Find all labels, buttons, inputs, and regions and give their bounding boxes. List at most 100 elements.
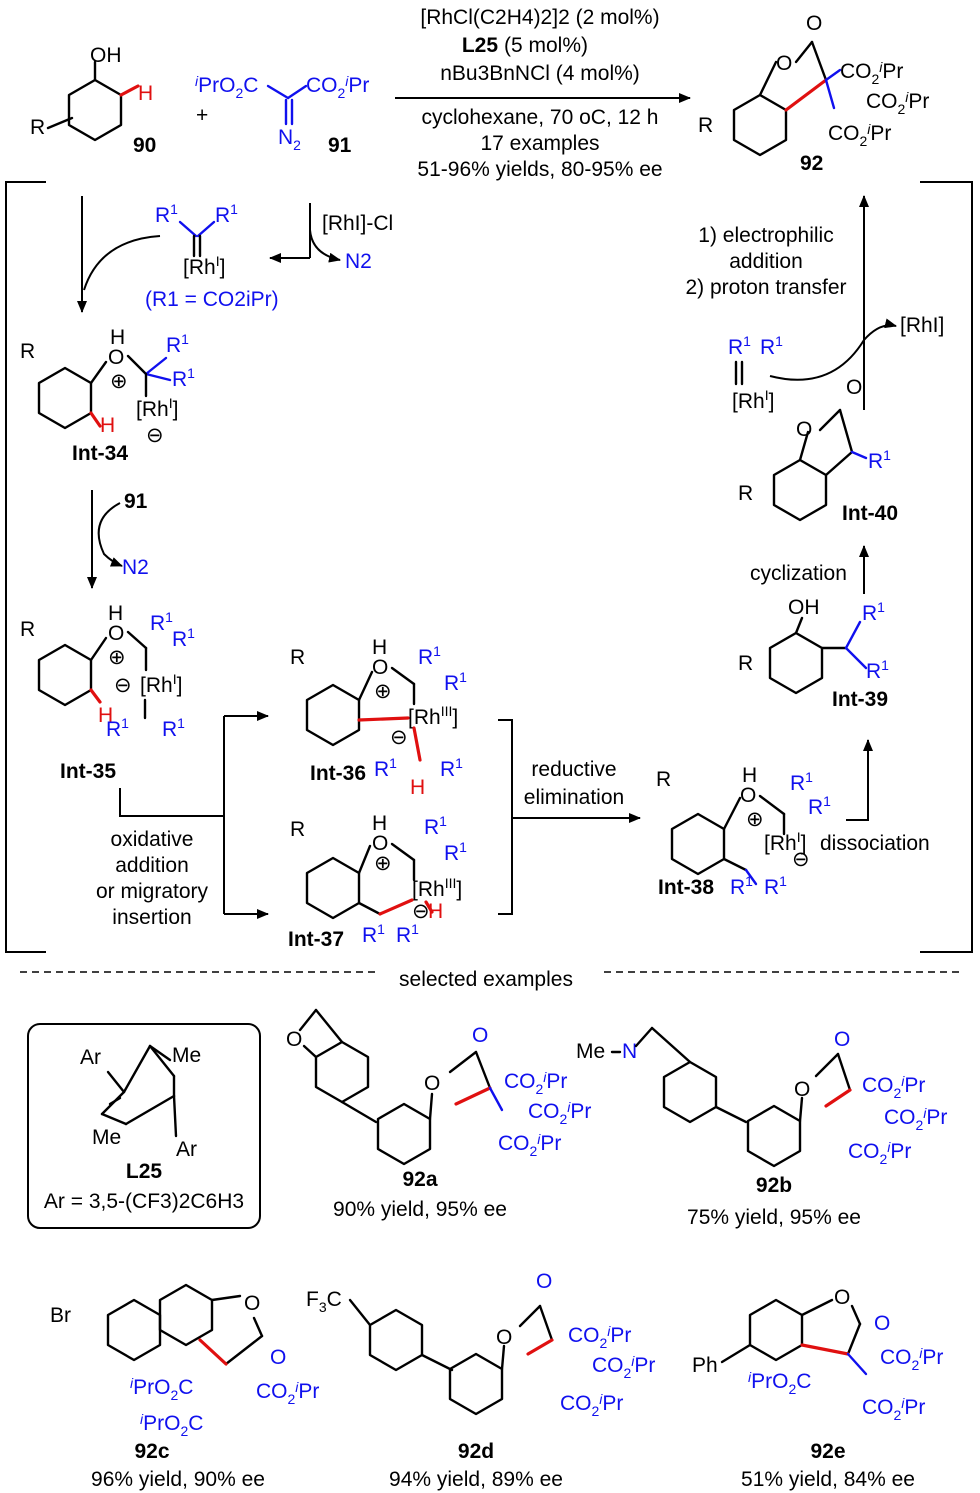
svg-text:[RhI]: [RhI] [140,671,182,697]
svg-text:O: O [286,1028,302,1051]
int36-label: Int-36 [310,762,366,785]
ligand-ar-definition: Ar = 3,5-(CF3)2C6H3 [44,1190,244,1213]
svg-text:R1: R1 [790,769,813,795]
svg-text:R1: R1 [362,921,385,947]
svg-text:R1: R1 [162,715,185,741]
cond-catalyst: [RhCl(C2H4)2]2 (2 mol%) [420,6,659,29]
svg-text:R1: R1 [764,873,787,899]
compound-92c-structure: Br O O iPrO2C CO2iPr iPrO2C [50,1283,319,1439]
svg-text:R1: R1 [808,793,831,819]
compound-92b-structure: Me N O O CO2iPr CO2iPr CO2iPr [576,1026,947,1168]
svg-text:H: H [372,812,387,835]
svg-text:O: O [874,1312,890,1335]
svg-text:CO2iPr: CO2iPr [256,1379,319,1407]
svg-text:R1: R1 [155,201,178,227]
svg-text:O: O [740,784,756,807]
svg-text:[RhIII]: [RhIII] [412,875,462,901]
svg-text:R: R [20,618,35,641]
svg-text:H: H [410,776,425,799]
svg-text:O: O [794,1078,810,1101]
compound-92b-result: 75% yield, 95% ee [687,1206,861,1229]
svg-text:CO2iPr: CO2iPr [498,1131,561,1159]
svg-text:R: R [738,482,753,505]
svg-text:[RhI]: [RhI] [732,387,774,413]
svg-text:O: O [796,418,812,441]
svg-text:⊖: ⊖ [390,726,408,749]
svg-text:R1: R1 [166,331,189,357]
svg-text:R1: R1 [440,755,463,781]
n2-release-1: N2 [345,250,372,273]
int34-structure: R O H ⊕ R1 R1 [RhI] ⊖ H [20,326,195,447]
svg-text:OH: OH [90,44,122,67]
cond-additive: nBu3BnNCl (4 mol%) [440,62,640,85]
svg-text:R1: R1 [106,715,129,741]
svg-text:Ar: Ar [176,1138,197,1161]
step-reductive-1: reductive [531,758,616,781]
svg-text:O: O [244,1292,260,1315]
svg-text:⊕: ⊕ [746,808,764,831]
step-electrophilic-3: 2) proton transfer [685,276,846,299]
svg-text:R1: R1 [374,755,397,781]
svg-text:H: H [372,636,387,659]
svg-text:CO2iPr: CO2iPr [560,1391,623,1419]
ligand-label: L25 [126,1160,163,1183]
int35-label: Int-35 [60,760,116,783]
svg-text:CO2iPr: CO2iPr [862,1073,925,1101]
svg-text:CO2iPr: CO2iPr [568,1323,631,1351]
rh-release-label: [RhI] [900,314,944,337]
step-reductive-2: elimination [524,786,624,809]
svg-text:R1: R1 [728,333,751,359]
svg-text:⊕: ⊕ [374,852,392,875]
product-92: O O CO2iPr CO2iPr CO2iPr R [698,12,929,157]
svg-text:R1: R1 [418,643,441,669]
cycle-bracket-left [5,181,46,953]
plus-sign: + [196,104,208,127]
step-electrophilic-1: 1) electrophilic [698,224,833,247]
svg-text:CO2iPr: CO2iPr [880,1345,943,1373]
ligand-l25-structure: Ar Me Me Ar [80,1044,201,1161]
svg-text:CO2iPr: CO2iPr [592,1353,655,1381]
svg-text:CO2iPr: CO2iPr [828,121,891,149]
compound-92e-result: 51% yield, 84% ee [741,1468,915,1491]
svg-text:OH: OH [788,596,820,619]
n2-release-2: N2 [122,556,149,579]
compound-92e-label: 92e [810,1440,845,1463]
cond-examples: 17 examples [480,132,599,155]
compound-92b-label: 92b [756,1174,792,1197]
step-oxidative-3: or migratory [96,880,209,903]
svg-text:⊖: ⊖ [114,674,132,697]
svg-text:⊕: ⊕ [108,646,126,669]
svg-text:[RhIII]: [RhIII] [408,703,458,729]
compound-92a-label: 92a [402,1168,437,1191]
svg-text:CO2iPr: CO2iPr [866,89,929,117]
svg-text:R1: R1 [215,201,238,227]
svg-text:O: O [372,656,388,679]
rh-cl-label: [RhI]-Cl [322,212,393,235]
svg-text:H: H [742,764,757,787]
int40-structure: R O O R1 [738,376,891,522]
cond-yields: 51-96% yields, 80-95% ee [417,158,662,181]
phenol-90: OH H R [30,44,153,142]
ligand-box [27,1023,261,1229]
diazo-91: iPrO2C CO2iPr N2 [195,73,369,153]
svg-text:O: O [536,1270,552,1293]
svg-text:R: R [738,652,753,675]
svg-text:Ph: Ph [692,1354,718,1377]
svg-text:Me: Me [172,1044,201,1067]
svg-text:H: H [428,900,443,923]
reagent-91-cycle: 91 [124,490,148,513]
svg-text:iPrO2C: iPrO2C [140,1411,203,1439]
svg-text:H: H [110,326,125,349]
rh-carbene-1: R1 R1 [RhI] [155,201,238,279]
svg-text:R: R [698,114,713,137]
cycle-bracket-right [920,181,973,953]
svg-text:Me: Me [92,1126,121,1149]
svg-text:R1: R1 [760,333,783,359]
compound-92a-result: 90% yield, 95% ee [333,1198,507,1221]
int37-label: Int-37 [288,928,344,951]
svg-text:iPrO2C: iPrO2C [195,73,258,101]
svg-text:O: O [472,1024,488,1047]
svg-text:R: R [290,818,305,841]
compound-92e-structure: Ph O O iPrO2C CO2iPr CO2iPr [692,1286,943,1423]
